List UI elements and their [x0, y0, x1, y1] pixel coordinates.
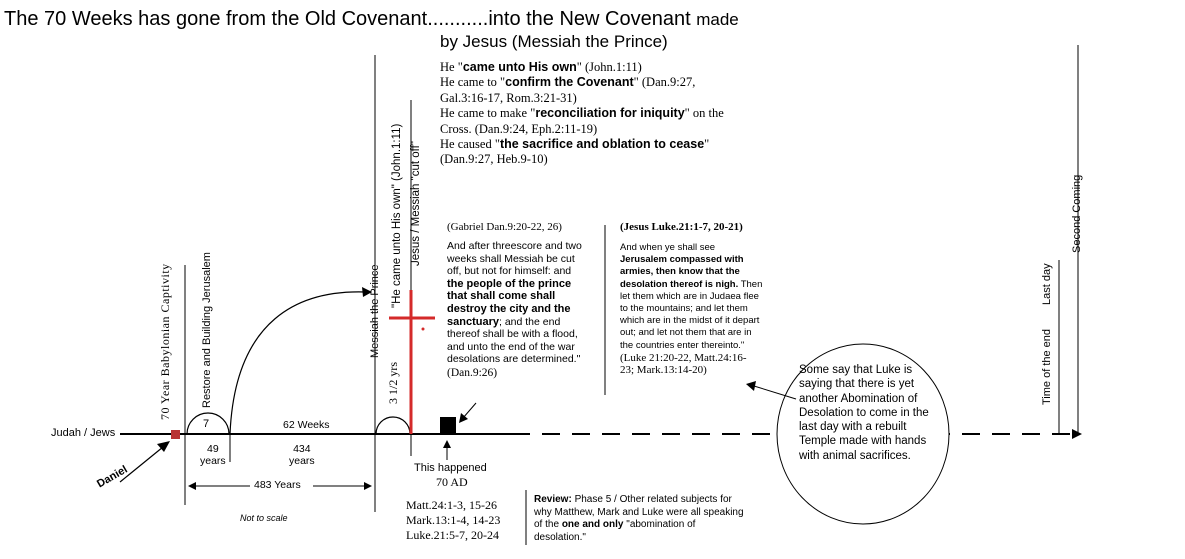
- gabriel-block: (Gabriel Dan.9:20-22, 26) And after thre…: [447, 221, 582, 380]
- circle-note-line: saying that there is yet: [799, 378, 915, 391]
- jesus-line: desolation thereof is nigh. Then: [620, 278, 763, 290]
- arc-half-week: [375, 416, 411, 435]
- gabriel-line: that shall come shall: [447, 290, 556, 303]
- label-messiah-cut-off: Jesus / Messiah "cut off": [410, 141, 422, 266]
- bottom-refs: Matt.24:1-3, 15-26 Mark.13:1-4, 14-23 Lu…: [406, 498, 500, 543]
- ref-matthew: Matt.24:1-3, 15-26: [406, 498, 497, 512]
- gabriel-line: and unto the end of the war: [447, 340, 575, 353]
- review-line: Review: Phase 5 / Other related subjects…: [534, 494, 732, 505]
- intro-line: Cross. (Dan.9:24, Eph.2:11-19): [440, 121, 598, 136]
- gabriel-line: desolations are determined.": [447, 353, 581, 366]
- span-483-right-head: [364, 482, 372, 490]
- label-70-ad: 70 AD: [436, 475, 468, 489]
- review-line: of the one and only "abomination of: [534, 519, 696, 530]
- circle-note-text: Some say that Luke is saying that there …: [799, 363, 929, 463]
- intro-block: He "came unto His own" (John.1:11) He ca…: [440, 60, 724, 168]
- arc-arrowhead: [362, 287, 372, 297]
- gabriel-ref: (Dan.9:26): [447, 366, 498, 379]
- label-time-of-end: Time of the end: [1041, 328, 1053, 405]
- arrow-daniel-shaft: [119, 446, 164, 483]
- label-not-to-scale: Not to scale: [240, 513, 288, 523]
- label-seven-weeks: 7: [203, 418, 210, 430]
- intro-line: Gal.3:16-17, Rom.3:21-31): [440, 90, 577, 105]
- label-judah-jews: Judah / Jews: [51, 427, 116, 439]
- jesus-ref: 23; Mark.13:14-20): [620, 364, 707, 377]
- arc-seven-weeks: [186, 412, 230, 435]
- gabriel-line: And after threescore and two: [447, 240, 582, 252]
- gabriel-heading: (Gabriel Dan.9:20-22, 26): [447, 221, 562, 233]
- title-line-2: by Jesus (Messiah the Prince): [440, 32, 668, 51]
- circle-note-line: Temple made with hands: [799, 435, 927, 448]
- arrow-gabriel-shaft: [462, 402, 477, 419]
- seventy-ad-marker: [440, 417, 456, 434]
- arc-62-weeks: [229, 291, 366, 435]
- arrow-daniel-head: [157, 441, 170, 452]
- gabriel-line: destroy the city and the: [447, 302, 571, 315]
- note-circle: [776, 343, 950, 525]
- jesus-line: to the mountains; and let them: [620, 303, 748, 315]
- jesus-line: out; and let not them that are in: [620, 327, 752, 339]
- arrow-note-head: [746, 381, 756, 391]
- arrow-note-shaft: [753, 385, 797, 400]
- gabriel-line: the people of the prince: [447, 277, 572, 290]
- arrow-gabriel-head: [459, 413, 468, 423]
- ref-luke: Luke.21:5-7, 20-24: [406, 528, 499, 542]
- intro-line: He came to "confirm the Covenant" (Dan.9…: [440, 75, 696, 90]
- span-483-left-head: [188, 482, 196, 490]
- title-line-1: The 70 Weeks has gone from the Old Coven…: [4, 8, 739, 31]
- circle-note-line: last day with a rebuilt: [799, 421, 907, 434]
- review-line: desolation.": [534, 531, 586, 543]
- gabriel-line: sanctuary; and the end: [447, 315, 561, 328]
- circle-note-line: Desolation to come in the: [799, 406, 929, 419]
- timeline-arrowhead: [1072, 429, 1082, 439]
- label-came-unto-his-own: "He came unto His own" (John.1:11): [391, 123, 403, 308]
- review-block: Review: Phase 5 / Other related subjects…: [534, 494, 744, 544]
- arrow-70ad-head: [443, 440, 451, 448]
- intro-line: (Dan.9:27, Heb.9-10): [440, 152, 548, 167]
- label-this-happened: This happened: [414, 462, 487, 474]
- gabriel-line: thereof shall be with a flood,: [447, 328, 578, 341]
- jesus-line: let them which are in Judaea flee: [620, 290, 759, 302]
- jesus-line: armies, then know that the: [620, 266, 740, 278]
- label-babylonian-captivity: 70 Year Babylonian Captivity: [158, 263, 172, 420]
- title-new-covenant: ...........into the New Covenant: [427, 8, 691, 30]
- gabriel-line: weeks shall Messiah be cut: [447, 252, 575, 265]
- review-line: why Matthew, Mark and Luke were all spea…: [534, 506, 744, 518]
- intro-line: He "came unto His own" (John.1:11): [440, 60, 642, 74]
- title-old-covenant: The 70 Weeks has gone from the Old Coven…: [4, 8, 428, 30]
- jesus-heading: (Jesus Luke.21:1-7, 20-21): [620, 221, 743, 233]
- ref-mark: Mark.13:1-4, 14-23: [406, 513, 501, 527]
- gabriel-line: off, but not for himself: and: [447, 265, 572, 278]
- circle-note-line: Some say that Luke is: [799, 364, 913, 376]
- circle-note-line: another Abomination of: [799, 392, 918, 405]
- intro-line: He came to make "reconciliation for iniq…: [440, 106, 724, 121]
- circle-note-line: with animal sacrifices.: [799, 449, 911, 462]
- jesus-ref: (Luke 21:20-22, Matt.24:16-: [620, 351, 747, 364]
- captivity-marker: [171, 430, 180, 439]
- intro-line: He caused "the sacrifice and oblation to…: [440, 137, 710, 152]
- label-messiah-prince: Messiah the Prince: [369, 264, 381, 358]
- label-last-day: Last day: [1041, 263, 1053, 305]
- jesus-line: And when ye shall see: [620, 242, 716, 253]
- jesus-line: the countries enter thereinto.": [620, 339, 745, 351]
- label-three-half-years: 3 1/2 yrs: [386, 362, 400, 404]
- jesus-block: (Jesus Luke.21:1-7, 20-21) And when ye s…: [620, 221, 762, 376]
- label-62-weeks: 62 Weeks: [283, 419, 330, 431]
- label-second-coming: Second Coming: [1071, 174, 1083, 253]
- title-made: made: [696, 10, 739, 29]
- cross-nail-dot: [421, 327, 425, 331]
- label-483-years: 483 Years: [254, 479, 301, 491]
- jesus-line: which are in the midst of it depart: [620, 315, 760, 327]
- label-restore-jerusalem: Restore and Building Jerusalem: [201, 252, 213, 408]
- jesus-line: Jerusalem compassed with: [620, 254, 744, 266]
